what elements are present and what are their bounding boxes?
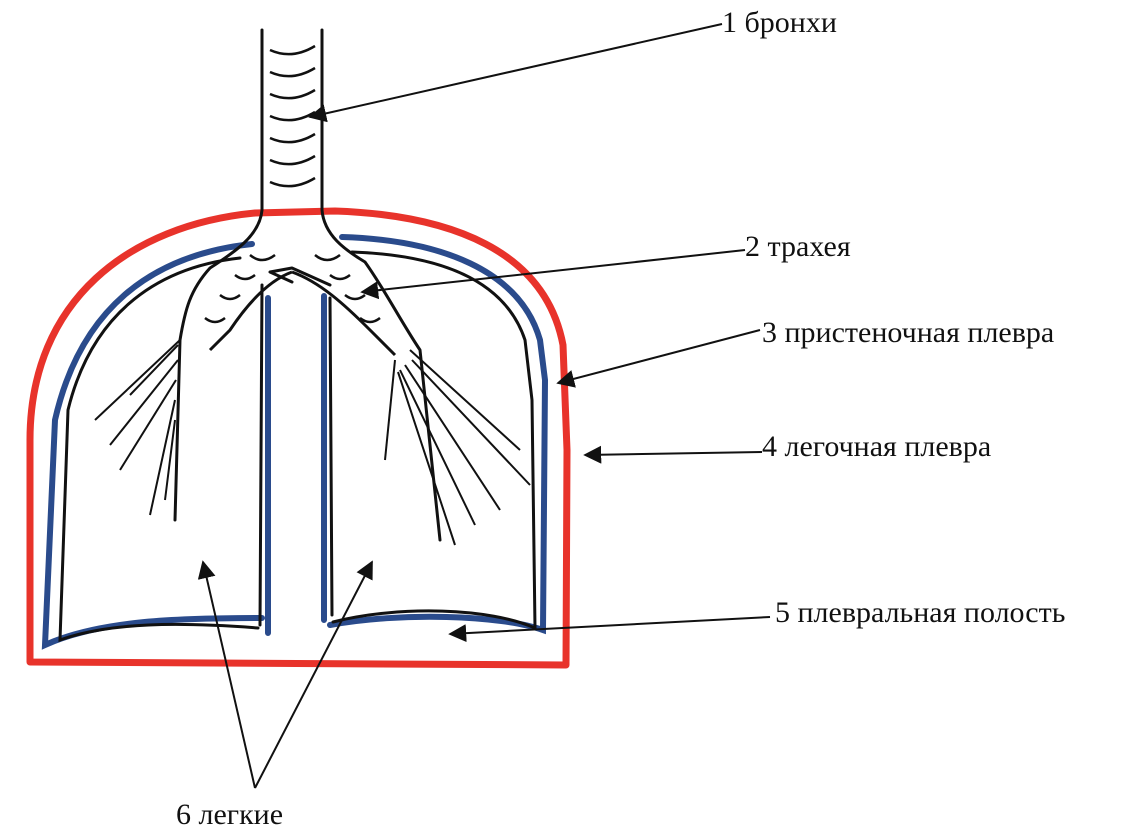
label-bronchi: 1 бронхи [722,8,837,38]
label-lungs: 6 легкие [176,800,283,830]
left-lung-outline [60,258,262,640]
bronchial-branches [95,340,530,545]
label-parietal-pleura: 3 пристеночная плевра [762,318,1054,348]
right-pulmonary-pleura [324,237,545,630]
pointer-lines [203,24,770,788]
label-pleural-cavity: 5 плевральная полость [775,598,1065,628]
trachea-left-wall [210,272,292,350]
label-trachea: 2 трахея [745,232,851,262]
trachea-tube [175,30,440,540]
right-lung-outline [330,252,535,628]
label-pulmonary-pleura: 4 легочная плевра [762,432,991,462]
left-pulmonary-pleura [45,244,268,645]
